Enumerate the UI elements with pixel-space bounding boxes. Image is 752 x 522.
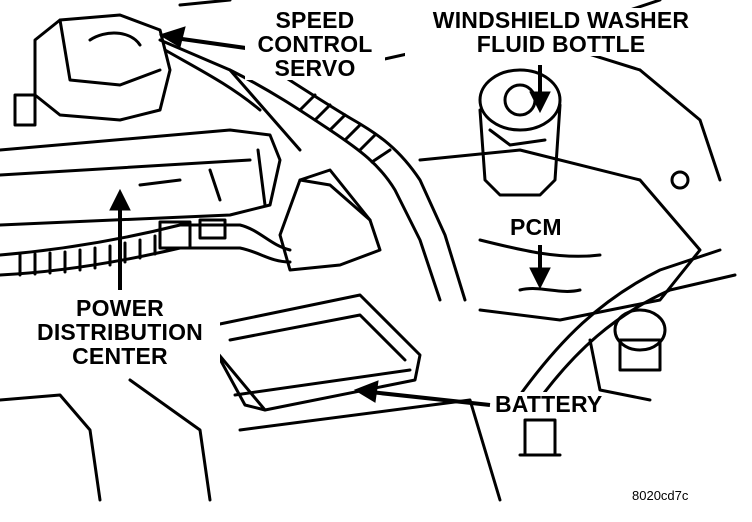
speed-control-servo-line-1: SPEED <box>275 7 355 33</box>
battery-label: BATTERY <box>495 391 603 417</box>
wiring-harness <box>0 218 292 277</box>
pdc-line-1: POWER <box>76 295 164 321</box>
vacuum-hose <box>228 53 467 302</box>
pdc-line-2: DISTRIBUTION <box>37 319 203 345</box>
pdc-line-3: CENTER <box>72 343 168 369</box>
callout-arrows <box>109 26 551 407</box>
washer-fluid-bottle <box>478 68 562 197</box>
battery-cable <box>518 248 737 407</box>
windshield-washer-line-1: WINDSHIELD WASHER <box>432 7 690 33</box>
pcm-label: PCM <box>510 214 562 240</box>
speed-control-servo-line-3: SERVO <box>274 55 356 81</box>
windshield-washer-line-2: FLUID BOTTLE <box>476 31 646 57</box>
servo-housing <box>13 13 172 127</box>
windshield-washer-label: WINDSHIELD WASHER FLUID BOTTLE <box>405 8 717 56</box>
speed-control-servo-label: SPEED CONTROL SERVO <box>245 8 385 80</box>
harness-connector <box>278 168 382 272</box>
figure-code: 8020cd7c <box>632 488 689 503</box>
power-distribution-center-label: POWER DISTRIBUTION CENTER <box>20 296 220 368</box>
power-distribution-center-box <box>0 128 282 227</box>
speed-control-servo-line-2: CONTROL <box>257 31 373 57</box>
